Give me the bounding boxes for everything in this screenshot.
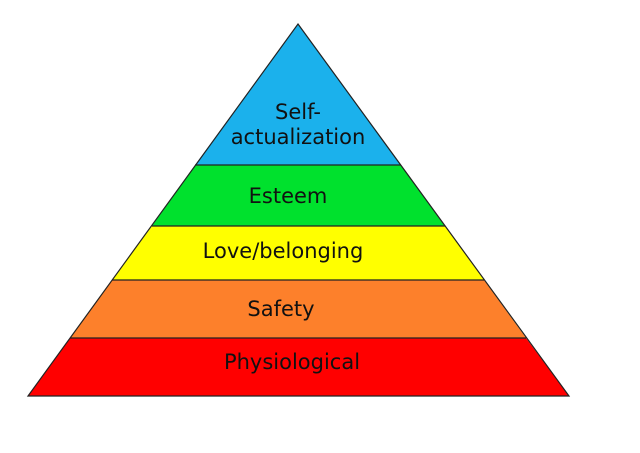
- tier-physiological: [28, 338, 569, 396]
- label-self-actualization-line2: actualization: [231, 125, 366, 149]
- tier-esteem: [152, 165, 445, 226]
- label-love-belonging: Love/belonging: [203, 239, 364, 263]
- label-safety: Safety: [247, 297, 314, 321]
- tier-self-actualization: [195, 24, 401, 165]
- label-esteem: Esteem: [249, 184, 328, 208]
- tier-safety: [70, 280, 526, 338]
- tier-love-belonging: [112, 226, 484, 280]
- label-physiological: Physiological: [224, 350, 360, 374]
- pyramid-outline: [26, 22, 571, 397]
- label-self-actualization-line1: Self-: [275, 100, 321, 124]
